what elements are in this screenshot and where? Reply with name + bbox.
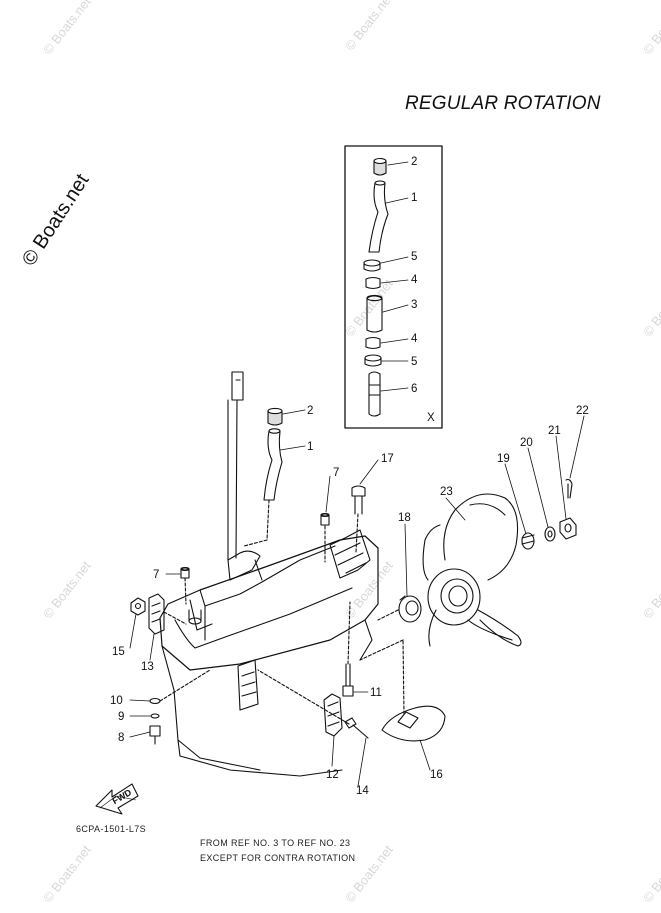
top-bolt xyxy=(351,485,366,553)
callout-label: 2 xyxy=(307,405,313,417)
propeller-assembly xyxy=(377,478,577,647)
anode-plate xyxy=(257,669,369,739)
callout-label: 5 xyxy=(411,356,417,368)
anode-assembly xyxy=(130,593,187,635)
page-title: REGULAR ROTATION xyxy=(405,93,601,114)
bolt-11 xyxy=(342,601,354,697)
trim-tab xyxy=(359,639,446,742)
diagram-code: 6CPA-1501-L7S xyxy=(76,824,147,834)
callout-label: 1 xyxy=(411,192,417,204)
callout-label: 13 xyxy=(141,661,154,673)
callout-label: 4 xyxy=(411,333,418,345)
fwd-arrow-icon xyxy=(95,783,139,815)
main-water-tube xyxy=(243,407,283,547)
callout-label: 10 xyxy=(110,695,123,707)
trim-tab-fasteners xyxy=(149,669,211,745)
callout-label: 20 xyxy=(520,437,533,449)
callout-labels: 2 1 7 17 7 15 13 10 9 8 11 12 14 16 18 2… xyxy=(110,156,589,806)
callout-label: 21 xyxy=(548,425,561,437)
fwd-label: FWD xyxy=(110,787,133,806)
callout-label: 3 xyxy=(411,299,417,311)
callout-label: 8 xyxy=(118,732,124,744)
callout-label: 23 xyxy=(440,486,453,498)
water-intake-slots xyxy=(237,659,259,711)
inset-tube-parts xyxy=(363,157,389,417)
callout-label: 7 xyxy=(153,569,159,581)
inset-leaders xyxy=(380,161,409,392)
callout-leaders xyxy=(129,409,585,787)
callout-label: 14 xyxy=(356,785,369,797)
callout-label: 18 xyxy=(398,512,411,524)
callout-label: 7 xyxy=(333,467,339,479)
inset-box xyxy=(344,145,443,429)
callout-label: 9 xyxy=(118,711,124,723)
footnote-line-1: FROM REF NO. 3 TO REF NO. 23 xyxy=(200,838,351,848)
callout-label: 19 xyxy=(497,453,510,465)
callout-label: 17 xyxy=(381,453,394,465)
callout-label: 1 xyxy=(307,441,313,453)
callout-label: 16 xyxy=(430,769,443,781)
callout-label: 5 xyxy=(411,251,417,263)
callout-label: 12 xyxy=(326,769,339,781)
footnote-line-2: EXCEPT FOR CONTRA ROTATION xyxy=(200,853,356,863)
callout-label: 15 xyxy=(112,646,125,658)
inset-note: X xyxy=(427,412,435,424)
callout-label: 22 xyxy=(576,405,589,417)
dowel-pins xyxy=(180,512,330,605)
callout-label: 11 xyxy=(370,687,382,699)
callout-label: 2 xyxy=(411,156,417,168)
lower-unit-housing xyxy=(159,371,379,777)
callout-label: 6 xyxy=(411,383,417,395)
callout-label: 4 xyxy=(411,274,418,286)
